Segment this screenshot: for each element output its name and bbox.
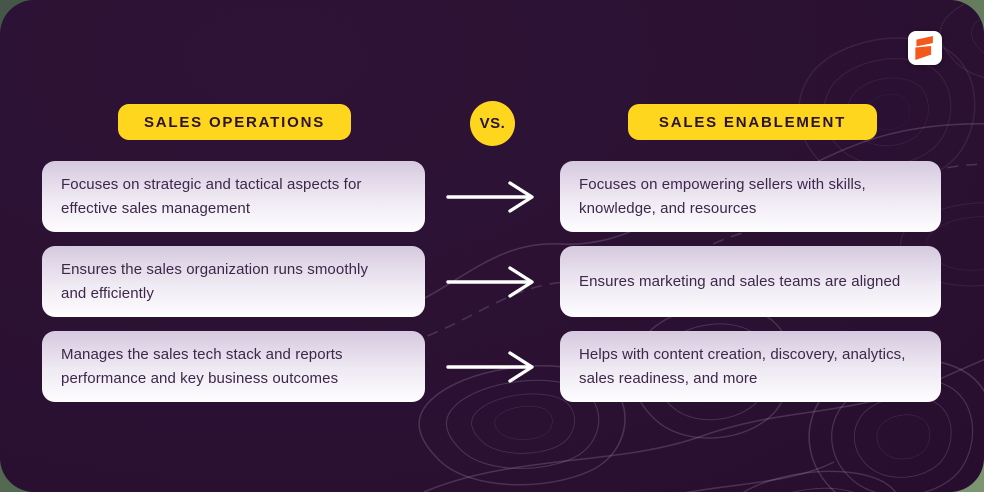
sales-operations-card-1: Focuses on strategic and tactical aspect…	[42, 161, 425, 232]
vs-badge: VS.	[470, 101, 515, 146]
card-text: Focuses on empowering sellers with skill…	[579, 175, 866, 217]
card-text: Helps with content creation, discovery, …	[579, 345, 906, 387]
brand-logo	[908, 31, 942, 65]
header-sales-operations: SALES OPERATIONS	[118, 104, 351, 140]
sales-enablement-card-3: Helps with content creation, discovery, …	[560, 331, 941, 402]
card-text: Manages the sales tech stack and reports…	[61, 345, 343, 387]
arrow-right-icon	[446, 266, 534, 298]
header-sales-enablement: SALES ENABLEMENT	[628, 104, 877, 140]
card-text: Ensures marketing and sales teams are al…	[579, 272, 901, 290]
card-text: Ensures the sales organization runs smoo…	[61, 260, 369, 302]
arrow-right-icon	[446, 181, 534, 213]
sales-enablement-card-2: Ensures marketing and sales teams are al…	[560, 246, 941, 317]
arrow-right-icon	[446, 351, 534, 383]
card-text: Focuses on strategic and tactical aspect…	[61, 175, 362, 217]
sales-operations-card-2: Ensures the sales organization runs smoo…	[42, 246, 425, 317]
sales-enablement-card-1: Focuses on empowering sellers with skill…	[560, 161, 941, 232]
sales-operations-card-3: Manages the sales tech stack and reports…	[42, 331, 425, 402]
brand-mark-icon	[915, 36, 933, 60]
